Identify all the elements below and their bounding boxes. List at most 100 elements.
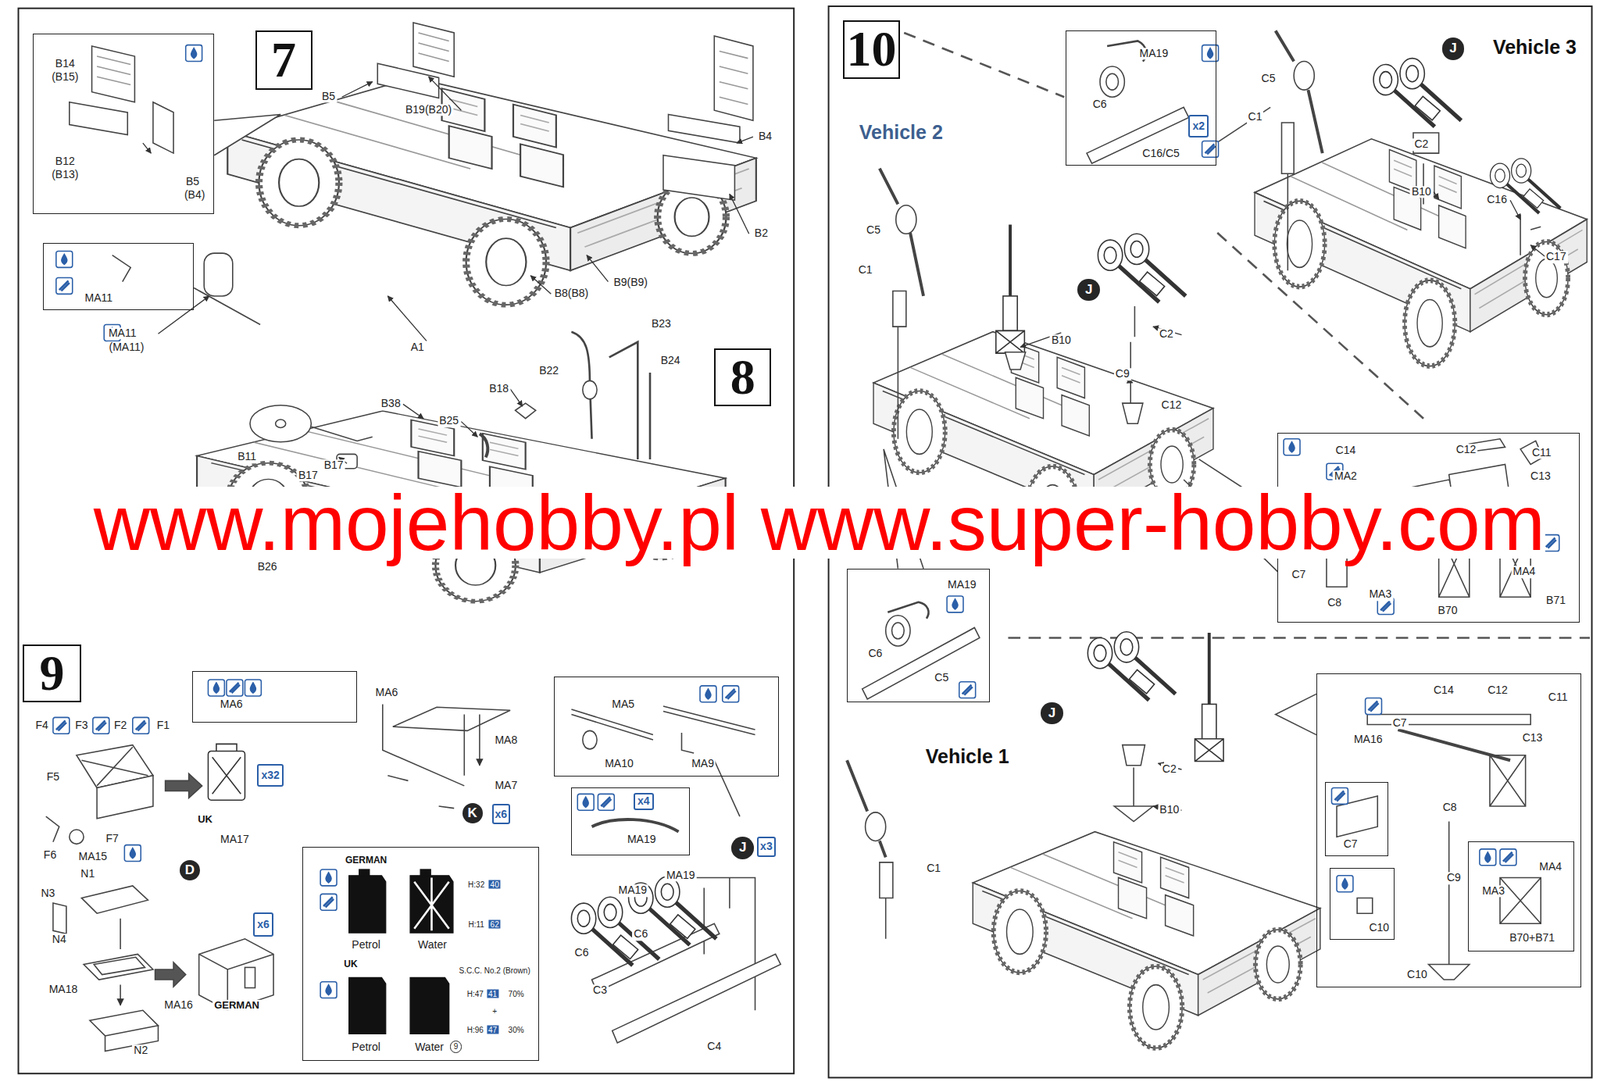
- marker-letter: J: [1048, 706, 1056, 722]
- part-label: B14: [53, 57, 77, 70]
- part-label: B5: [320, 90, 337, 103]
- part-label: F5: [45, 771, 61, 784]
- paint-note: Petrol: [350, 939, 383, 952]
- part-label: C17: [1544, 250, 1568, 263]
- part-label: A1: [409, 342, 426, 354]
- part-label: F3: [73, 719, 90, 732]
- step-number-box: 10: [842, 20, 900, 79]
- paint-note: Water: [413, 1041, 446, 1054]
- part-label: MA6: [218, 699, 245, 711]
- marker-circle: J: [731, 836, 754, 860]
- nation-label: UK: [196, 814, 215, 825]
- part-label: B19(B20): [403, 103, 454, 116]
- step-number-box: 9: [22, 644, 83, 703]
- callout-box: C10: [1329, 867, 1396, 940]
- part-label: MA19: [616, 885, 649, 897]
- part-label: C2: [1157, 328, 1175, 341]
- part-label: B24: [659, 355, 683, 368]
- part-label: MA19: [625, 833, 658, 846]
- marker-letter: D: [185, 863, 195, 879]
- part-label: C6: [1091, 99, 1109, 111]
- paint-note: +: [490, 1007, 499, 1016]
- part-label: (MA11): [107, 342, 147, 354]
- part-label: MA11: [83, 292, 115, 305]
- part-label: C16/C5: [1140, 147, 1181, 160]
- quantity-badge: x4: [633, 792, 654, 811]
- part-label: B10: [1050, 335, 1073, 347]
- part-label: MA17: [218, 833, 251, 846]
- part-label: MA6: [374, 686, 400, 699]
- part-label: C12: [1454, 443, 1479, 456]
- part-label: F2: [112, 719, 129, 732]
- step-number-box: 7: [255, 30, 313, 90]
- paint-table: GERMANH:3240H:1162PetrolWaterUKS.C.C. No…: [302, 846, 540, 1061]
- step-number: 8: [730, 350, 756, 405]
- callout-box: MA4MA3B70+B71: [1467, 841, 1575, 952]
- paint-note: H:32: [466, 880, 486, 890]
- marker-letter: J: [1449, 41, 1457, 57]
- part-label: C5: [864, 224, 883, 236]
- part-label: B4: [757, 130, 774, 143]
- part-label: C10: [1367, 921, 1391, 934]
- callout-box: MA19 x4: [571, 787, 690, 855]
- part-label: MA16: [162, 999, 195, 1011]
- part-label: C5: [932, 672, 950, 685]
- quantity: x4: [637, 795, 650, 808]
- part-label: MA4: [1511, 566, 1538, 579]
- part-label: MA16: [1352, 733, 1385, 746]
- part-label: MA18: [47, 983, 80, 996]
- callout-box: B14(B15)B12(B13)B5(B4): [32, 33, 215, 215]
- part-label: C13: [1521, 732, 1545, 745]
- part-label: C6: [632, 928, 650, 941]
- paint-note: 62: [489, 920, 501, 929]
- part-label: B23: [650, 318, 673, 331]
- marker-letter: J: [1085, 282, 1093, 298]
- paint-note: 47: [486, 1025, 499, 1034]
- part-label: (B4): [182, 189, 207, 202]
- callout-box: MA19C6C16/C5x2: [1065, 30, 1217, 165]
- reference-number: 9: [453, 1042, 459, 1051]
- vehicle-label: Vehicle 3: [1491, 37, 1579, 60]
- part-label: C7: [1342, 838, 1360, 850]
- paint-note: H:96: [465, 1025, 486, 1034]
- quantity-badge: x6: [253, 912, 274, 937]
- part-label: C7: [1289, 569, 1308, 582]
- part-label: F4: [33, 719, 50, 732]
- part-label: C6: [866, 647, 884, 660]
- part-label: F6: [42, 849, 58, 861]
- paint-note: H:47: [465, 989, 486, 998]
- part-label: MA3: [1367, 588, 1393, 600]
- part-label: MA9: [689, 757, 716, 770]
- part-label: N2: [132, 1045, 150, 1058]
- part-label: C13: [1528, 470, 1553, 483]
- part-label: C9: [1114, 368, 1132, 381]
- paint-note: H:11: [466, 920, 486, 929]
- quantity-badge: x32: [257, 764, 284, 787]
- step-number: 9: [39, 646, 65, 701]
- part-label: N4: [50, 933, 68, 946]
- part-label: C8: [1441, 801, 1459, 814]
- part-label: C8: [1325, 596, 1343, 609]
- quantity: x3: [760, 840, 773, 853]
- part-label: C12: [1160, 399, 1184, 411]
- quantity-badge: x3: [757, 836, 776, 858]
- paint-note: UK: [342, 960, 359, 971]
- part-label: C5: [1260, 72, 1278, 85]
- part-label: C7: [1391, 717, 1409, 729]
- reference-ring: 9: [450, 1040, 463, 1054]
- part-label: (B15): [50, 71, 80, 83]
- quantity-badge: x2: [1188, 114, 1209, 138]
- quantity: x2: [1192, 120, 1206, 133]
- quantity: x6: [495, 808, 508, 821]
- part-label: (B13): [50, 169, 80, 182]
- part-label: B22: [537, 365, 561, 378]
- part-label: C3: [591, 985, 609, 997]
- marker-letter: K: [467, 806, 478, 822]
- part-label: C6: [573, 946, 591, 959]
- paint-note: Petrol: [350, 1041, 383, 1054]
- quantity: x6: [257, 918, 270, 931]
- marker-circle: K: [462, 803, 483, 824]
- part-label: B38: [379, 398, 403, 411]
- part-label: B71: [1544, 594, 1568, 607]
- part-label: MA8: [492, 735, 519, 747]
